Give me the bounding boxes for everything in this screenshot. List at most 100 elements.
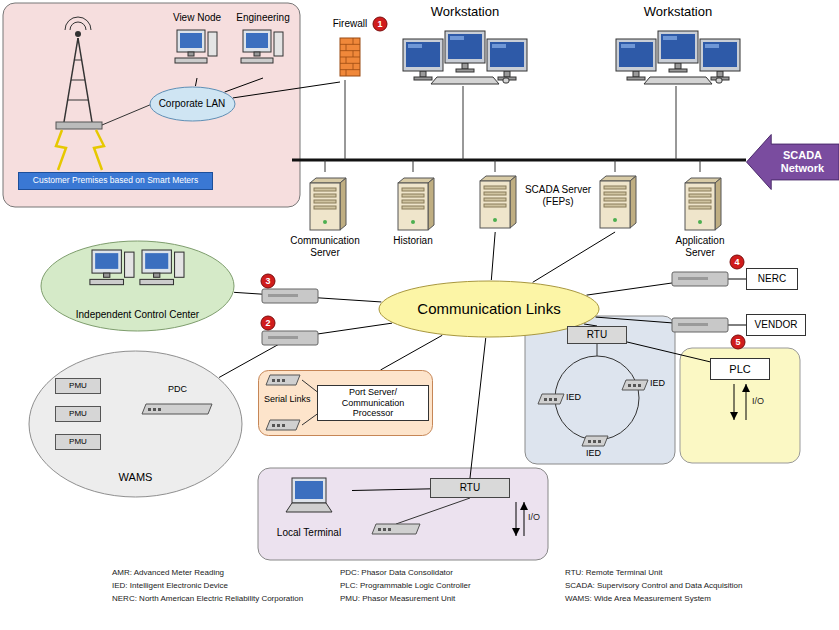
drive-bay (689, 194, 711, 197)
plc-region (680, 348, 800, 463)
node-label: Application Server (660, 235, 740, 258)
screen-glare (705, 44, 719, 48)
io-label: I/O (528, 512, 540, 522)
node-label: SCADA Server (FEPs) (518, 184, 598, 207)
monitor-screen (490, 42, 524, 67)
rtu-ring-region (525, 316, 675, 464)
monitor-screen (661, 34, 695, 59)
radio-wave (65, 17, 91, 30)
node-label: Firewall (333, 18, 367, 30)
engineering-workstation: Engineering (232, 12, 294, 78)
drive-bay (314, 200, 336, 203)
arrow-outline (747, 135, 839, 190)
keyboard (90, 279, 124, 284)
pmu: PMU (55, 378, 101, 394)
server-front (310, 183, 340, 230)
device-port (378, 528, 381, 531)
drive-bay (402, 188, 424, 191)
mouse (503, 78, 509, 83)
brick-joint (346, 57, 347, 63)
abbreviation-note: PMU: Phasor Measurement Unit (340, 594, 455, 603)
brick-joint (340, 44, 360, 45)
antenna-tip (75, 31, 81, 37)
ied: IED (538, 392, 584, 406)
device-port (277, 379, 280, 382)
device-body (266, 420, 300, 430)
abbreviation-note: AMR: Advanced Meter Reading (112, 568, 224, 577)
server-icon (310, 178, 346, 230)
monitor-stand (633, 71, 639, 77)
brick-joint (340, 69, 360, 70)
server-icon (398, 178, 434, 230)
box-outline (259, 371, 433, 436)
device-port (388, 528, 391, 531)
drive-bay (484, 192, 506, 195)
device-port (554, 398, 557, 401)
ellipse-outline (150, 87, 235, 121)
device-body (142, 404, 212, 414)
drive-bay (402, 200, 424, 203)
device-icon (372, 524, 420, 534)
device-body (538, 394, 564, 404)
node-label: Independent Control Center (76, 309, 199, 321)
node-label: Customer Premises based on Smart Meters (33, 176, 198, 186)
wams-region: WAMSPMUPMUPMUPDC (28, 350, 243, 498)
power-led (698, 220, 702, 224)
callout-number: 4 (730, 255, 744, 269)
monitor-stand (675, 63, 681, 69)
laptop-base (286, 503, 332, 512)
scada-bus (292, 159, 746, 162)
node-label: IED (586, 448, 604, 458)
node-label: Communication Links (417, 300, 560, 317)
pc-tower (125, 252, 134, 277)
device-port (588, 440, 591, 443)
bus-drop (463, 86, 464, 160)
corporate-lan: Corporate LAN (149, 86, 236, 122)
port-server: Port Server/ Communication Processor (317, 385, 429, 421)
device-port (282, 379, 285, 382)
device-body (372, 524, 420, 534)
callout-dot (373, 17, 387, 31)
network-link (219, 323, 392, 377)
io-arrow (734, 384, 735, 420)
laptop-lid (292, 478, 326, 503)
workstation-icon (616, 31, 740, 84)
drive-bay (402, 206, 424, 209)
monitor-screen (180, 33, 202, 48)
laptop-screen (295, 481, 323, 499)
monitor-frame (487, 39, 527, 71)
device-icon (582, 436, 608, 446)
bus-drop (325, 160, 326, 172)
callout-dot (731, 335, 745, 349)
brick-joint (346, 44, 347, 50)
router-stripe (678, 323, 708, 326)
device-icon (622, 380, 648, 390)
monitor-base (456, 69, 474, 72)
vendor-box: VENDOR (746, 314, 806, 336)
device-body (582, 436, 608, 446)
device-port (633, 384, 636, 387)
abbreviation-note: SCADA: Supervisory Control and Data Acqu… (565, 581, 742, 590)
communication-links: Communication Links (378, 280, 600, 338)
node-label: Workstation (644, 5, 712, 20)
node-label: PMU (69, 437, 87, 446)
brick-joint (346, 70, 347, 76)
node-label: NERC (758, 273, 786, 285)
router-stripe (678, 277, 708, 280)
server-front (600, 181, 630, 228)
monitor-screen (703, 42, 737, 67)
drive-bay (604, 186, 626, 189)
device-icon (142, 404, 212, 414)
device-body (622, 380, 648, 390)
power-led (493, 218, 497, 222)
wireless-link (94, 130, 104, 170)
tower-brace (71, 80, 85, 81)
computer-icon (140, 250, 184, 285)
pdc: PDC (140, 384, 215, 420)
abbreviation-note: IED: Intelligent Electronic Device (112, 581, 228, 590)
screen-glare (408, 44, 422, 48)
monitor-screen (145, 253, 168, 269)
device-icon (538, 394, 564, 404)
abbreviation-note: PDC: Phasor Data Consolidator (340, 568, 453, 577)
device-port (598, 440, 601, 443)
